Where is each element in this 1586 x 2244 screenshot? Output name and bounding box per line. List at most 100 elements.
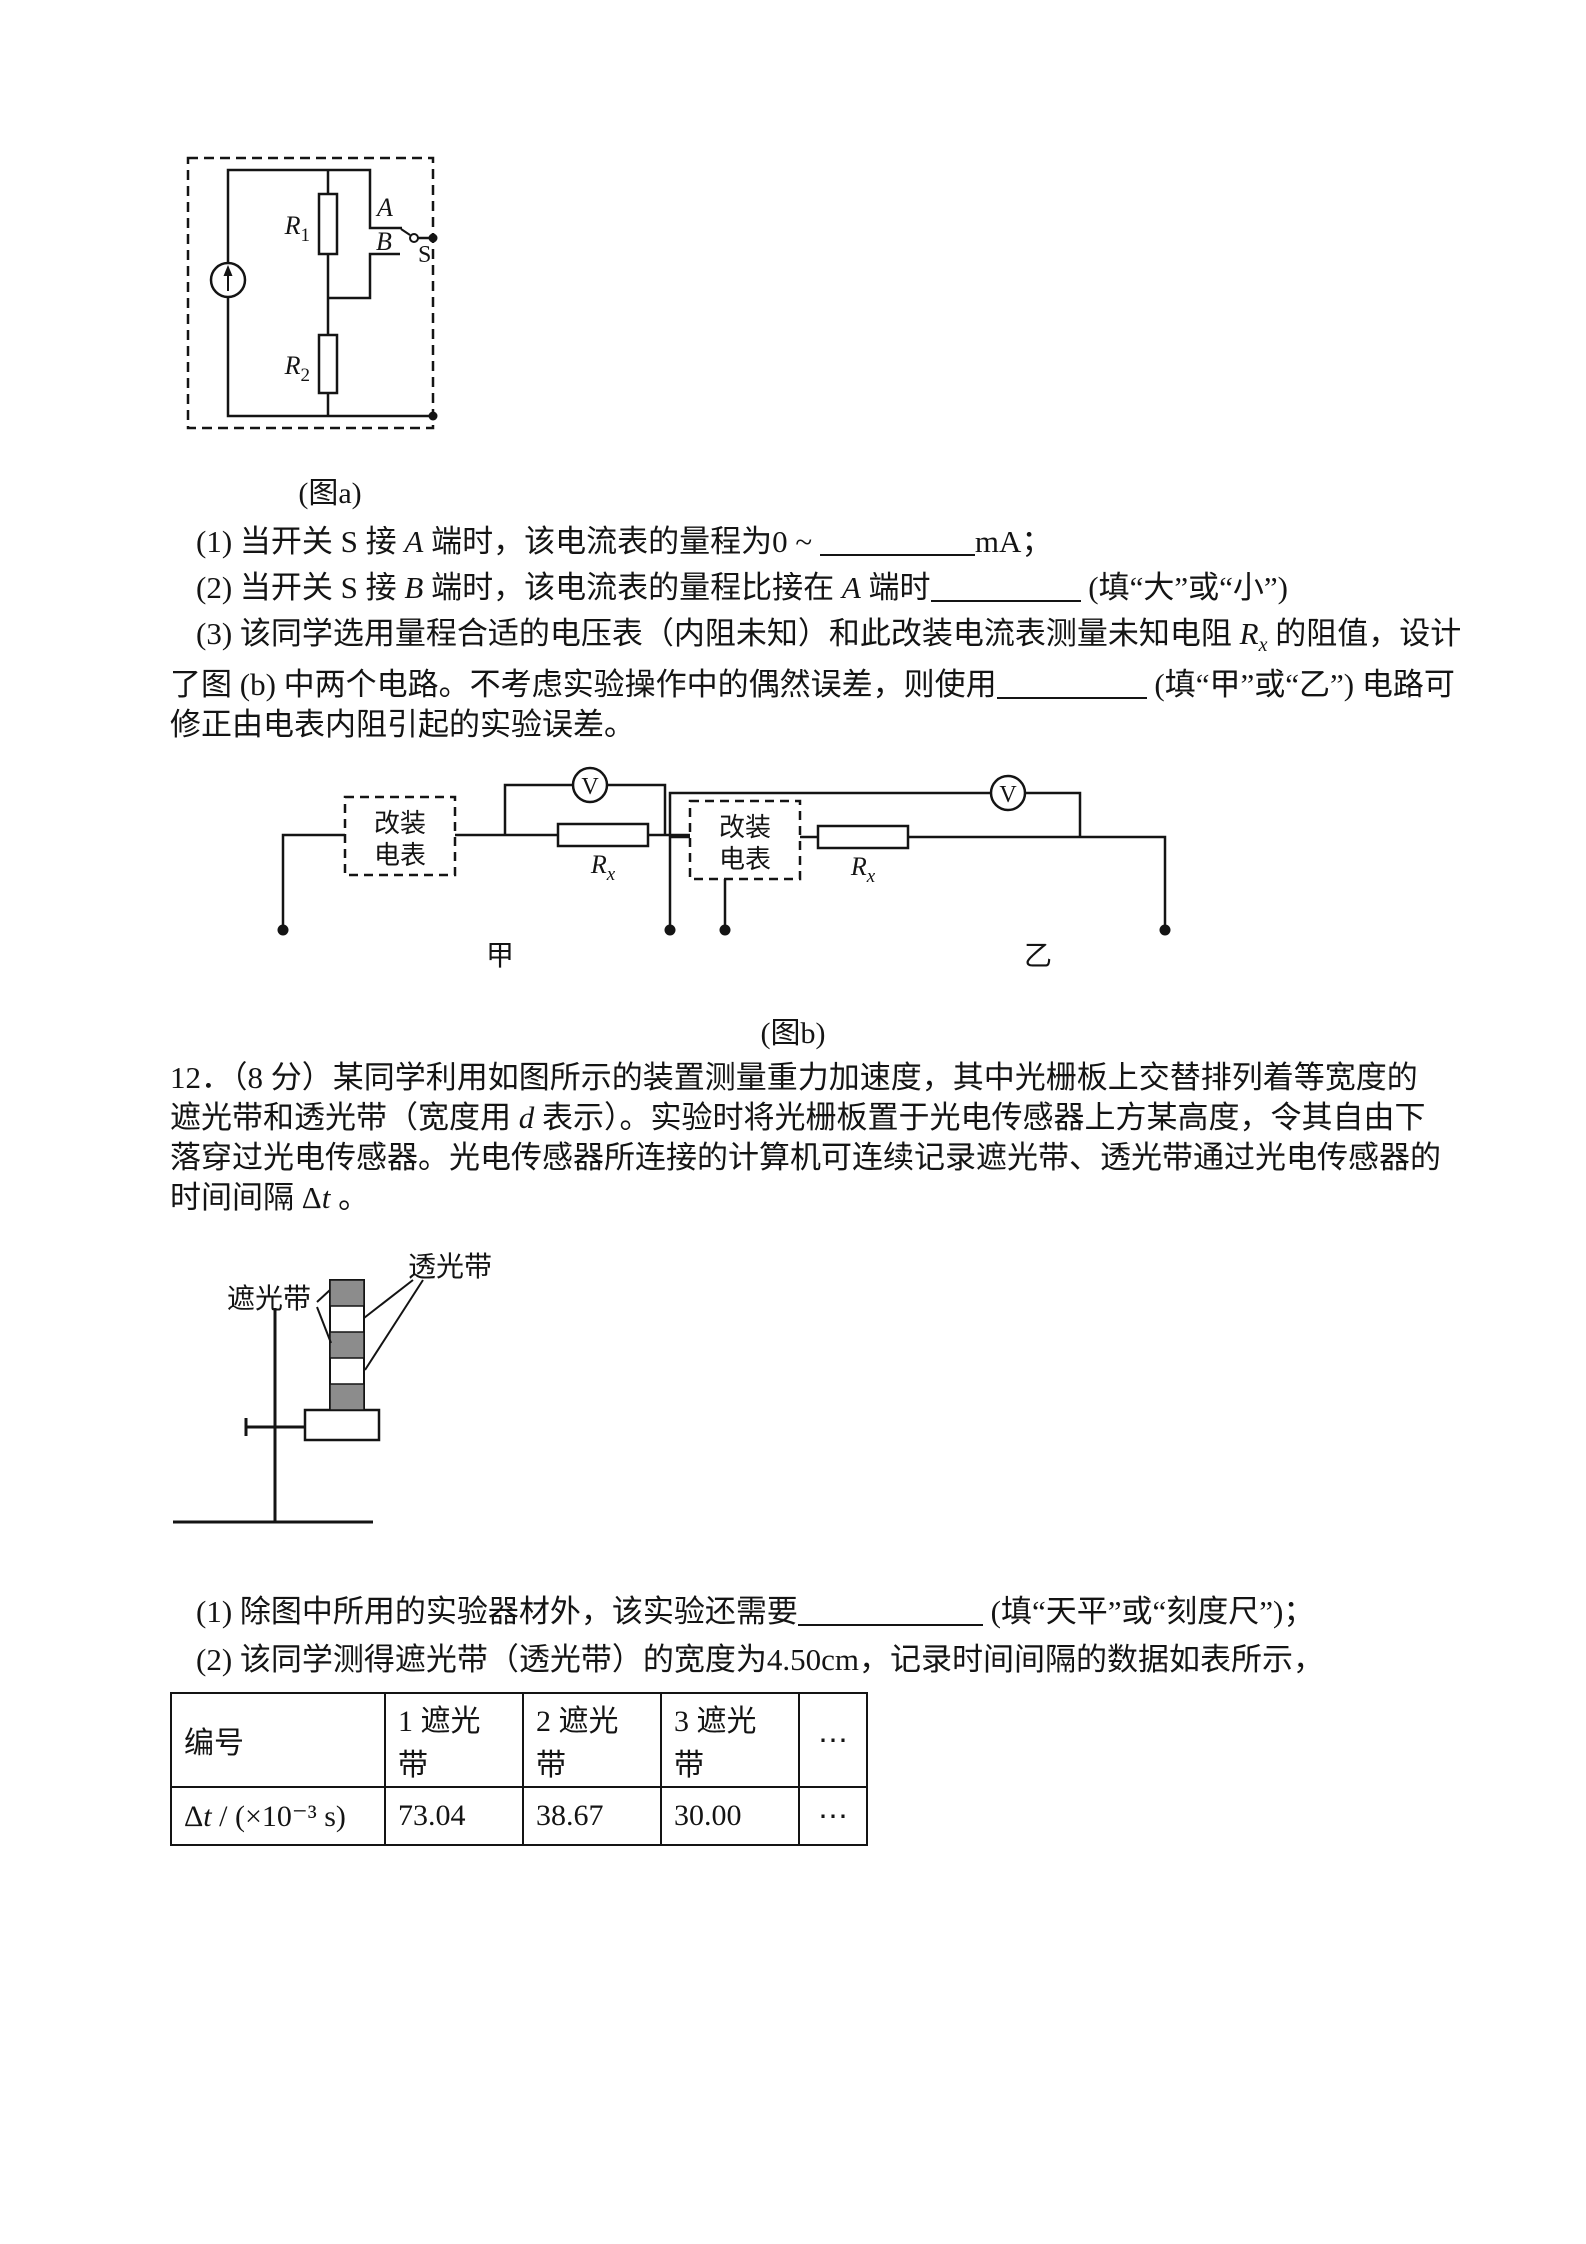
q11-item2-lead: (2) 当开关 S 接 [196, 570, 405, 605]
switch-pivot [409, 233, 419, 243]
q12-item2-tail: ，记录时间间隔的数据如表所示， [859, 1642, 1325, 1677]
header-cell-band3: 3 遮光带 [660, 1692, 800, 1788]
q12-intro-tail: 。 [330, 1180, 370, 1215]
resistor-rx-jia [556, 822, 650, 848]
converted-meter-label1-yi: 改装 [719, 813, 771, 842]
circuit-jia: 改装 电表 V Rx 甲 [277, 766, 731, 972]
q12-item2-width-value: 4.50cm [766, 1642, 860, 1677]
q12-intro-mid: 表示）。实验时将光栅板置于光电传感器上方某高度，令其自由下落穿过光电传感器。光电… [170, 1100, 1441, 1215]
opaque-band-3 [329, 1383, 365, 1411]
q12-item1-answer-blank [797, 1598, 983, 1626]
q12-item1-hint: (填“天平”或“刻度尺”)； [982, 1594, 1315, 1629]
q11-item2-var-b: B [404, 570, 424, 605]
q12-item2: (2) 该同学测得遮光带（透光带）的宽度为4.50cm，记录时间间隔的数据如表所… [196, 1640, 1516, 1680]
resistor-r1 [317, 192, 339, 256]
rx-label-jia: Rx [590, 850, 616, 885]
circuit-wires [226, 168, 433, 418]
q11-item3-lead: (3) 该同学选用量程合适的电压表（内阻未知）和此改装电流表测量未知电阻 [196, 616, 1240, 651]
switch-lever [400, 228, 411, 236]
transparent-band-pointer-lines [363, 1279, 424, 1371]
transparent-band-label: 透光带 [408, 1251, 492, 1283]
terminal-b-label: B [376, 227, 392, 256]
header-cell-band2: 2 遮光带 [522, 1692, 662, 1788]
value-cell-ellipsis: ⋯ [798, 1786, 868, 1846]
q12-item1-lead: (1) 除图中所用的实验器材外，该实验还需要 [196, 1594, 798, 1629]
row-label-delta: Δ [184, 1799, 204, 1833]
q11-item2-var-a: A [841, 570, 861, 605]
opaque-band-pointer-lines [316, 1289, 332, 1344]
q11-item3: (3) 该同学选用量程合适的电压表（内阻未知）和此改装电流表测量未知电阻 Rx … [170, 614, 1466, 745]
resistor-rx-yi [816, 824, 910, 850]
terminal-dot-top [428, 233, 438, 243]
q11-item1-mid: 端时，该电流表的量程为 [423, 524, 773, 559]
q11-item2: (2) 当开关 S 接 B 端时，该电流表的量程比接在 A 端时 (填“大”或“… [196, 568, 1516, 608]
value-cell-band2: 38.67 [522, 1786, 662, 1846]
q11-item3-var-r: R [1239, 616, 1259, 651]
converted-meter-label2-jia: 电表 [374, 841, 426, 870]
q12-item2-lead: (2) 该同学测得遮光带（透光带）的宽度为 [196, 1642, 767, 1677]
converted-meter-label1-jia: 改装 [374, 809, 426, 838]
resistor-r2 [317, 333, 339, 395]
terminal-a-label: A [375, 193, 393, 222]
circuit-jia-name: 甲 [486, 941, 514, 972]
q11-item2-after: 端时 [860, 570, 931, 605]
header-cell-id: 编号 [170, 1692, 386, 1788]
q11-item1-lead: (1) 当开关 S 接 [196, 524, 405, 559]
q11-item1-unit: mA； [974, 524, 1053, 559]
q12-intro-delta: Δ [301, 1180, 322, 1215]
q11-item1-range: 0 ~ [772, 524, 820, 559]
converted-meter-box-jia [343, 795, 457, 877]
header-cell-ellipsis: ⋯ [798, 1692, 868, 1788]
switch-s-label: S [418, 242, 431, 268]
q11-item1-var-a: A [404, 524, 424, 559]
apparatus-diagram: 透光带 遮光带 [173, 1251, 492, 1524]
header-cell-band1: 1 遮光带 [384, 1692, 524, 1788]
circuit-yi-wires [668, 791, 1167, 930]
q11-item2-answer-blank [930, 574, 1081, 602]
q11-item2-mid: 端时，该电流表的量程比接在 [423, 570, 842, 605]
opaque-band-2 [329, 1331, 365, 1359]
q11-item2-hint: (填“大”或“小”) [1080, 570, 1288, 605]
q11-item3-var-r-sub: x [1258, 634, 1268, 657]
figure-b-circuits-diagram: 改装 电表 V Rx 甲 改装 电表 V Rx 乙 [277, 766, 1171, 972]
circuit-yi-name: 乙 [1024, 941, 1052, 972]
opaque-band-label: 遮光带 [227, 1283, 311, 1315]
voltmeter-label-yi: V [999, 782, 1017, 808]
q11-item3-mid: 的阻值，设计了图 (b) 中两个电路。不考虑实验操作中的偶然误差，则使用 [170, 616, 1462, 703]
row-label-cell: Δt / (×10⁻³ s) [170, 1786, 386, 1846]
q12-intro-var-t: t [321, 1180, 331, 1215]
table-header-row: 编号 1 遮光带 2 遮光带 3 遮光带 ⋯ [170, 1692, 868, 1788]
figure-a-caption: (图a) [298, 477, 362, 510]
measurement-table: 编号 1 遮光带 2 遮光带 3 遮光带 ⋯ Δt / (×10⁻³ s) 73… [170, 1692, 868, 1846]
converted-meter-box-yi [688, 799, 802, 881]
figure-b-caption: (图b) [760, 1017, 826, 1050]
q12-intro: 12．（8 分）某同学利用如图所示的装置测量重力加速度，其中光栅板上交替排列着等… [170, 1058, 1446, 1218]
r2-label: R2 [284, 351, 310, 386]
value-cell-band1: 73.04 [384, 1786, 524, 1846]
q12-intro-lead: 12．（8 分）某同学利用如图所示的装置测量重力加速度，其中光栅板上交替排列着等… [170, 1060, 1418, 1135]
terminal-dot-jia-left [277, 924, 289, 936]
opaque-band-1 [329, 1279, 365, 1307]
voltmeter-icon-yi [989, 774, 1027, 812]
rx-label-yi: Rx [850, 852, 876, 887]
q11-item1: (1) 当开关 S 接 A 端时，该电流表的量程为0 ~ mA； [196, 522, 1516, 562]
terminal-dot-bottom [428, 411, 438, 421]
table-data-row: Δt / (×10⁻³ s) 73.04 38.67 30.00 ⋯ [170, 1786, 868, 1846]
stand-pole-and-base [173, 1308, 373, 1524]
terminal-dot-yi-left [664, 924, 676, 936]
r1-label: R1 [284, 211, 310, 246]
terminal-dot-jia-right [719, 924, 731, 936]
q11-item3-hint: (填“甲”或“乙”) 电路可修正由电表内阻引起的实验误差。 [170, 667, 1455, 743]
q12-intro-var-d: d [518, 1100, 535, 1135]
q11-item1-answer-blank [819, 528, 975, 556]
circuit-yi: 改装 电表 V Rx 乙 [664, 774, 1171, 972]
row-label-rest: / (×10⁻³ s) [211, 1799, 346, 1833]
q11-item3-answer-blank [996, 671, 1147, 700]
photogate-sensor-box [303, 1408, 381, 1442]
q12-item1: (1) 除图中所用的实验器材外，该实验还需要 (填“天平”或“刻度尺”)； [196, 1592, 1516, 1632]
terminal-dot-yi-right [1159, 924, 1171, 936]
voltmeter-icon-jia [571, 766, 609, 804]
figure-a-circuit-diagram: R1 R2 A B S [186, 156, 438, 430]
row-label-t: t [203, 1799, 212, 1833]
